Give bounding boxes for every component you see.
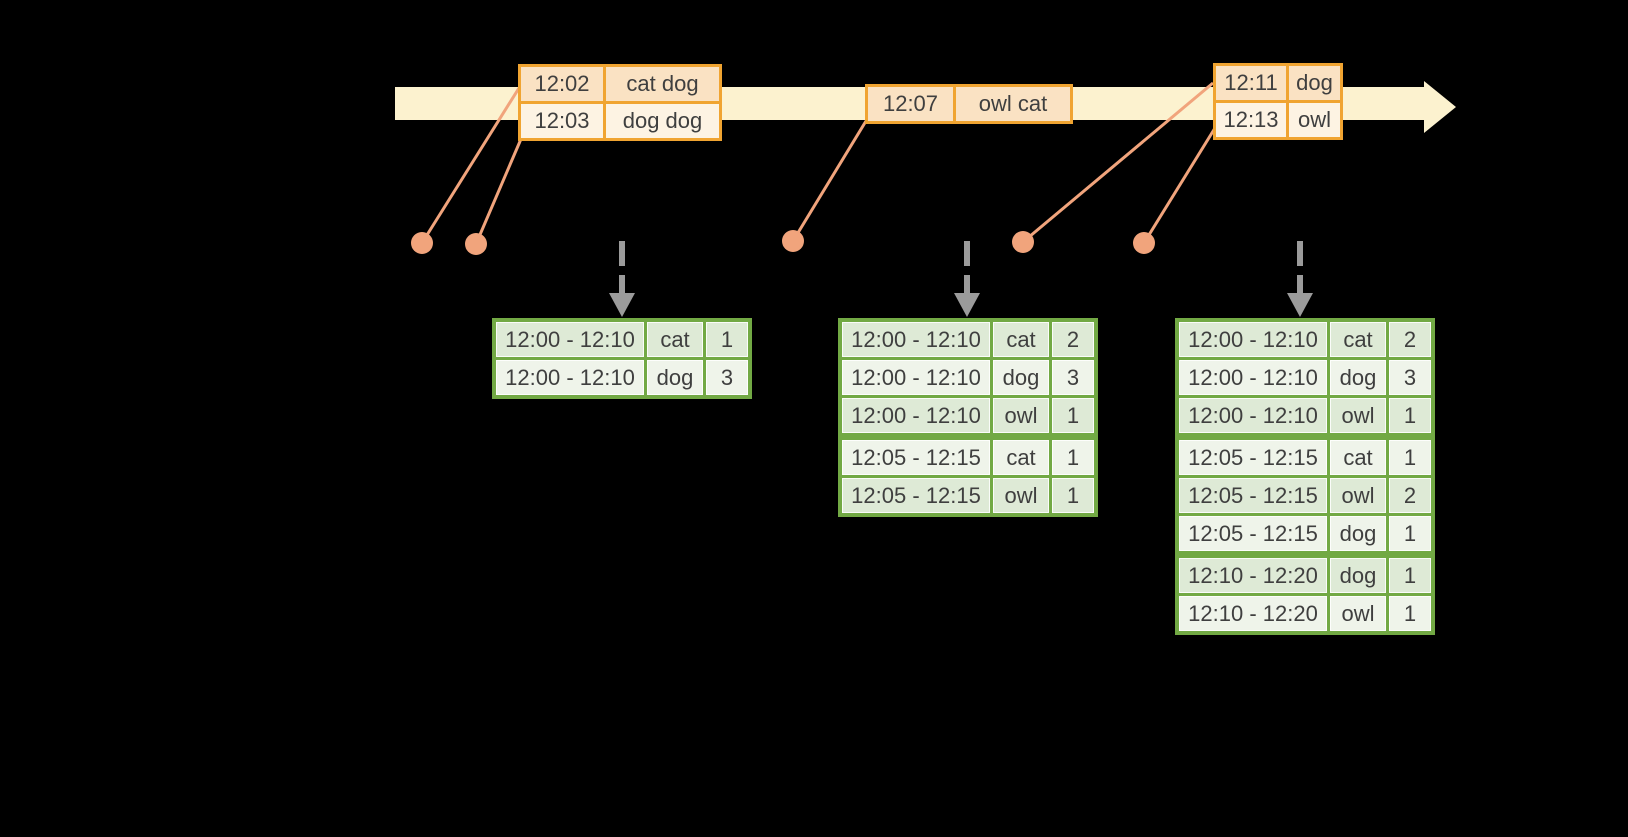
count-cell: 3 — [1389, 360, 1431, 395]
word-cell: owl — [1330, 398, 1386, 433]
result-row: 12:10 - 12:20 dog 1 — [1179, 558, 1431, 593]
event-table-1: 12:02 cat dog 12:03 dog dog — [518, 64, 722, 141]
word-cell: owl — [1330, 478, 1386, 513]
word-cell: cat — [647, 322, 703, 357]
count-cell: 2 — [1389, 478, 1431, 513]
count-cell: 1 — [1389, 596, 1431, 631]
word-cell: owl — [1330, 596, 1386, 631]
result-row: 12:10 - 12:20 owl 1 — [1179, 596, 1431, 631]
event-time-cell: 12:11 — [1216, 66, 1286, 100]
result-row: 12:00 - 12:10 owl 1 — [842, 398, 1094, 433]
result-row: 12:05 - 12:15 cat 1 — [842, 440, 1094, 475]
word-cell: owl — [993, 398, 1049, 433]
trigger-arrow-icon — [954, 241, 980, 317]
event-time-cell: 12:02 — [521, 67, 603, 101]
result-table-1: 12:00 - 12:10 cat 1 12:00 - 12:10 dog 3 — [492, 318, 752, 399]
event-dot — [1012, 231, 1034, 253]
window-cell: 12:05 - 12:15 — [1179, 516, 1327, 551]
window-cell: 12:00 - 12:10 — [496, 360, 644, 395]
result-row: 12:00 - 12:10 cat 2 — [1179, 322, 1431, 357]
window-cell: 12:05 - 12:15 — [842, 478, 990, 513]
window-cell: 12:10 - 12:20 — [1179, 558, 1327, 593]
event-words-cell: owl cat — [956, 87, 1070, 121]
word-cell: dog — [993, 360, 1049, 395]
result-row: 12:00 - 12:10 owl 1 — [1179, 398, 1431, 433]
event-words-cell: cat dog — [606, 67, 719, 101]
connector-line — [791, 120, 868, 242]
event-words-cell: dog — [1289, 66, 1340, 100]
connector-lines — [420, 81, 1217, 245]
event-row: 12:07 owl cat — [868, 87, 1070, 121]
word-cell: dog — [1330, 516, 1386, 551]
count-cell: 2 — [1052, 322, 1094, 357]
result-table-3: 12:00 - 12:10 cat 2 12:00 - 12:10 dog 3 … — [1175, 318, 1435, 635]
word-cell: dog — [1330, 558, 1386, 593]
event-row: 12:13 owl — [1216, 103, 1340, 137]
result-row: 12:00 - 12:10 dog 3 — [842, 360, 1094, 395]
result-table-2: 12:00 - 12:10 cat 2 12:00 - 12:10 dog 3 … — [838, 318, 1098, 517]
result-row: 12:00 - 12:10 dog 3 — [1179, 360, 1431, 395]
window-cell: 12:00 - 12:10 — [842, 322, 990, 357]
count-cell: 1 — [1052, 440, 1094, 475]
event-words-cell: dog dog — [606, 104, 719, 138]
count-cell: 1 — [1389, 558, 1431, 593]
word-cell: owl — [993, 478, 1049, 513]
window-cell: 12:00 - 12:10 — [842, 360, 990, 395]
event-row: 12:02 cat dog — [521, 67, 719, 101]
word-cell: cat — [1330, 440, 1386, 475]
window-cell: 12:00 - 12:10 — [1179, 360, 1327, 395]
connector-line — [1142, 127, 1217, 244]
word-cell: cat — [1330, 322, 1386, 357]
event-table-3: 12:11 dog 12:13 owl — [1213, 63, 1343, 140]
trigger-arrows — [609, 241, 1313, 317]
word-cell: dog — [1330, 360, 1386, 395]
connector-line — [1022, 81, 1214, 244]
count-cell: 3 — [706, 360, 748, 395]
result-row: 12:00 - 12:10 cat 1 — [496, 322, 748, 357]
result-row: 12:00 - 12:10 cat 2 — [842, 322, 1094, 357]
window-cell: 12:00 - 12:10 — [1179, 398, 1327, 433]
window-cell: 12:05 - 12:15 — [1179, 478, 1327, 513]
connector-line — [420, 87, 521, 244]
result-row: 12:05 - 12:15 owl 1 — [842, 478, 1094, 513]
event-dot — [782, 230, 804, 252]
count-cell: 1 — [706, 322, 748, 357]
result-row: 12:00 - 12:10 dog 3 — [496, 360, 748, 395]
event-words-cell: owl — [1289, 103, 1340, 137]
event-dot — [1133, 232, 1155, 254]
count-cell: 2 — [1389, 322, 1431, 357]
result-row: 12:05 - 12:15 cat 1 — [1179, 440, 1431, 475]
window-cell: 12:00 - 12:10 — [1179, 322, 1327, 357]
result-row: 12:05 - 12:15 dog 1 — [1179, 516, 1431, 551]
count-cell: 3 — [1052, 360, 1094, 395]
window-cell: 12:00 - 12:10 — [496, 322, 644, 357]
event-table-2: 12:07 owl cat — [865, 84, 1073, 124]
trigger-arrow-icon — [609, 241, 635, 317]
count-cell: 1 — [1389, 440, 1431, 475]
count-cell: 1 — [1389, 516, 1431, 551]
word-cell: cat — [993, 440, 1049, 475]
result-row: 12:05 - 12:15 owl 2 — [1179, 478, 1431, 513]
event-time-cell: 12:03 — [521, 104, 603, 138]
count-cell: 1 — [1052, 478, 1094, 513]
trigger-arrow-icon — [1287, 241, 1313, 317]
window-cell: 12:05 - 12:15 — [1179, 440, 1327, 475]
count-cell: 1 — [1052, 398, 1094, 433]
connector-line — [474, 131, 526, 245]
timeline-arrowhead-icon — [1424, 81, 1456, 133]
count-cell: 1 — [1389, 398, 1431, 433]
event-dot — [465, 233, 487, 255]
word-cell: dog — [647, 360, 703, 395]
word-cell: cat — [993, 322, 1049, 357]
event-time-cell: 12:13 — [1216, 103, 1286, 137]
window-cell: 12:00 - 12:10 — [842, 398, 990, 433]
arrival-dots — [411, 230, 1155, 255]
window-cell: 12:10 - 12:20 — [1179, 596, 1327, 631]
window-cell: 12:05 - 12:15 — [842, 440, 990, 475]
event-row: 12:11 dog — [1216, 66, 1340, 100]
event-dot — [411, 232, 433, 254]
event-time-cell: 12:07 — [868, 87, 953, 121]
event-row: 12:03 dog dog — [521, 104, 719, 138]
